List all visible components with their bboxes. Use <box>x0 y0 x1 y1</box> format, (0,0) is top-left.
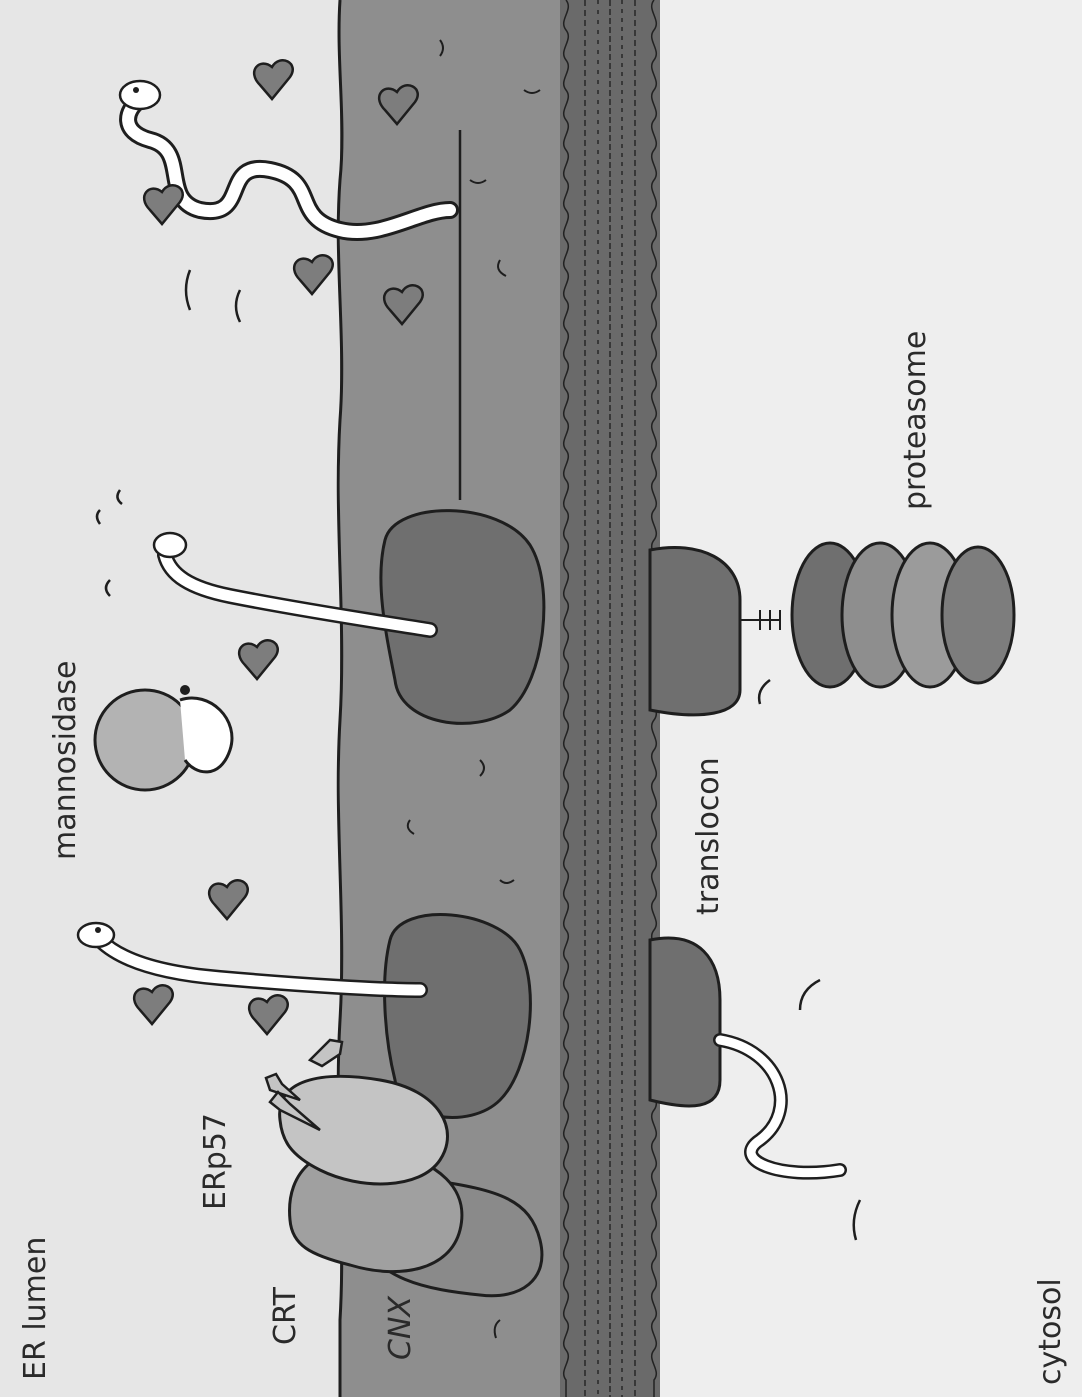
peptide-eye-left <box>95 927 101 933</box>
label-cnx: CNX <box>383 1295 418 1360</box>
label-erp57: ERp57 <box>198 1113 233 1210</box>
peptide-head-left <box>78 923 114 947</box>
proteasome-stack-icon <box>792 543 1014 687</box>
peptide-head-folded <box>120 81 160 109</box>
translocon-right <box>650 547 740 714</box>
label-cytosol: cytosol <box>1033 1278 1068 1385</box>
label-er-lumen: ER lumen <box>18 1237 53 1380</box>
label-crt: CRT <box>268 1286 303 1345</box>
label-translocon: translocon <box>691 757 726 915</box>
translocon-left <box>650 938 720 1106</box>
peptide-hand <box>154 533 186 557</box>
peptide-eye-folded <box>133 87 139 93</box>
er-channel-right <box>381 511 544 724</box>
label-mannosidase: mannosidase <box>48 661 83 860</box>
label-proteasome: proteasome <box>898 331 933 510</box>
